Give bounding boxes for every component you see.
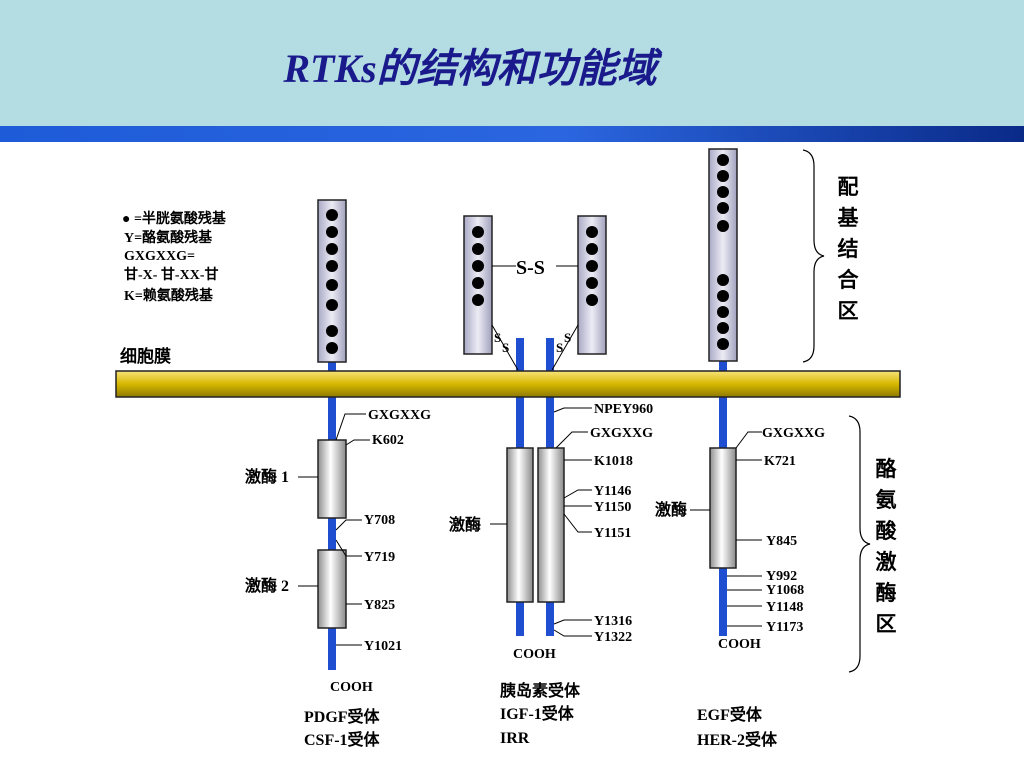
header-band bbox=[0, 0, 1024, 127]
receptor2-s-right1: S bbox=[564, 330, 571, 345]
receptor2-name-irr: IRR bbox=[500, 730, 530, 747]
kinase-brace-char-6: 区 bbox=[876, 612, 897, 636]
ligand-brace-char-2: 基 bbox=[838, 206, 860, 230]
receptor1-y708: Y708 bbox=[364, 513, 395, 528]
ligand-brace-char-4: 合 bbox=[838, 268, 860, 292]
kinase-brace-char-5: 酶 bbox=[876, 581, 897, 605]
legend-motif-expansion: 甘-X- 甘-XX-甘 bbox=[124, 266, 218, 283]
receptor2-name-insulin: 胰岛素受体 bbox=[500, 681, 581, 700]
receptor3-name-egf: EGF受体 bbox=[697, 705, 763, 724]
receptor1-kinase1-label: 激酶 1 bbox=[245, 467, 289, 486]
receptor3-k721: K721 bbox=[764, 454, 796, 469]
receptor1-cooh: COOH bbox=[330, 680, 373, 695]
ligand-binding-brace bbox=[802, 149, 825, 363]
membrane-label: 细胞膜 bbox=[120, 346, 171, 366]
receptor3-kinase-domain bbox=[709, 447, 737, 569]
receptor2-y1146: Y1146 bbox=[594, 484, 631, 499]
receptor2-y1316: Y1316 bbox=[594, 614, 632, 629]
receptor1-y719: Y719 bbox=[364, 550, 395, 565]
receptor1-kinase2-label: 激酶 2 bbox=[245, 576, 289, 595]
receptor2-y1151: Y1151 bbox=[594, 526, 631, 541]
legend-cysteine: ● =半胱氨酸残基 bbox=[122, 210, 227, 227]
receptor1-motif: GXGXXG bbox=[368, 408, 431, 423]
receptor3-y1173: Y1173 bbox=[766, 620, 803, 635]
rtk-diagram: ● =半胱氨酸残基 Y=酪氨酸残基 GXGXXG= 甘-X- 甘-XX-甘 K=… bbox=[115, 148, 901, 749]
receptor2-kinase-right bbox=[537, 447, 565, 603]
ligand-brace-char-5: 区 bbox=[838, 299, 859, 323]
receptor1-kinase2-domain bbox=[317, 549, 347, 629]
kinase-brace-char-2: 氨 bbox=[876, 488, 897, 512]
legend-motif: GXGXXG= bbox=[124, 249, 195, 264]
receptor2-npey960: NPEY960 bbox=[594, 402, 653, 417]
receptor1-y825: Y825 bbox=[364, 598, 395, 613]
receptor1-name-csf1: CSF-1受体 bbox=[304, 730, 381, 749]
receptor3-motif: GXGXXG bbox=[762, 426, 825, 441]
legend-tyrosine: Y=酪氨酸残基 bbox=[124, 229, 213, 246]
receptor2-motif: GXGXXG bbox=[590, 426, 653, 441]
legend: ● =半胱氨酸残基 Y=酪氨酸残基 GXGXXG= 甘-X- 甘-XX-甘 K=… bbox=[122, 210, 227, 304]
receptor1-kinase1-domain bbox=[317, 439, 347, 519]
header-accent-bar bbox=[0, 126, 1024, 142]
cell-membrane bbox=[115, 370, 901, 398]
receptor3-name-her2: HER-2受体 bbox=[697, 730, 778, 749]
slide-title: RTKs的结构和功能域 bbox=[283, 46, 657, 91]
receptor3-cysteine-dots bbox=[717, 154, 729, 350]
receptor3-y1068: Y1068 bbox=[766, 583, 804, 598]
receptor2-kinase-label: 激酶 bbox=[449, 515, 481, 534]
receptor2-s-left1: S bbox=[494, 330, 501, 345]
receptor2-s-right2: S bbox=[556, 340, 563, 355]
receptor1-cysteine-dots bbox=[326, 209, 338, 354]
receptor2-s-left2: S bbox=[502, 340, 509, 355]
receptor3-cooh: COOH bbox=[718, 637, 761, 652]
receptor2-y1322: Y1322 bbox=[594, 630, 632, 645]
ligand-brace-char-3: 结 bbox=[838, 237, 859, 261]
kinase-region-brace bbox=[848, 415, 871, 673]
receptor2-y1150: Y1150 bbox=[594, 500, 631, 515]
receptor2-cooh: COOH bbox=[513, 647, 556, 662]
ligand-brace-char-1: 配 bbox=[838, 175, 859, 199]
receptor1-k602: K602 bbox=[372, 433, 404, 448]
receptor2-disulfide-top: S-S bbox=[516, 257, 545, 279]
receptor2-cysteine-dots bbox=[472, 226, 598, 306]
receptor3-y1148: Y1148 bbox=[766, 600, 803, 615]
kinase-brace-char-3: 酸 bbox=[876, 519, 898, 543]
receptor2-kinase-left bbox=[506, 447, 534, 603]
receptor2-k1018: K1018 bbox=[594, 454, 633, 469]
receptor3-kinase-label: 激酶 bbox=[655, 500, 687, 519]
receptor3-y992: Y992 bbox=[766, 569, 797, 584]
receptor1-name-pdgf: PDGF受体 bbox=[304, 707, 381, 726]
receptor3-y845: Y845 bbox=[766, 534, 797, 549]
legend-lysine: K=赖氨酸残基 bbox=[124, 287, 214, 304]
receptor2-name-igf1: IGF-1受体 bbox=[500, 704, 575, 723]
receptor1-y1021: Y1021 bbox=[364, 639, 402, 654]
receptor2-extracellular-left bbox=[463, 215, 493, 355]
kinase-brace-char-4: 激 bbox=[876, 550, 897, 574]
kinase-brace-char-1: 酪 bbox=[876, 457, 898, 481]
